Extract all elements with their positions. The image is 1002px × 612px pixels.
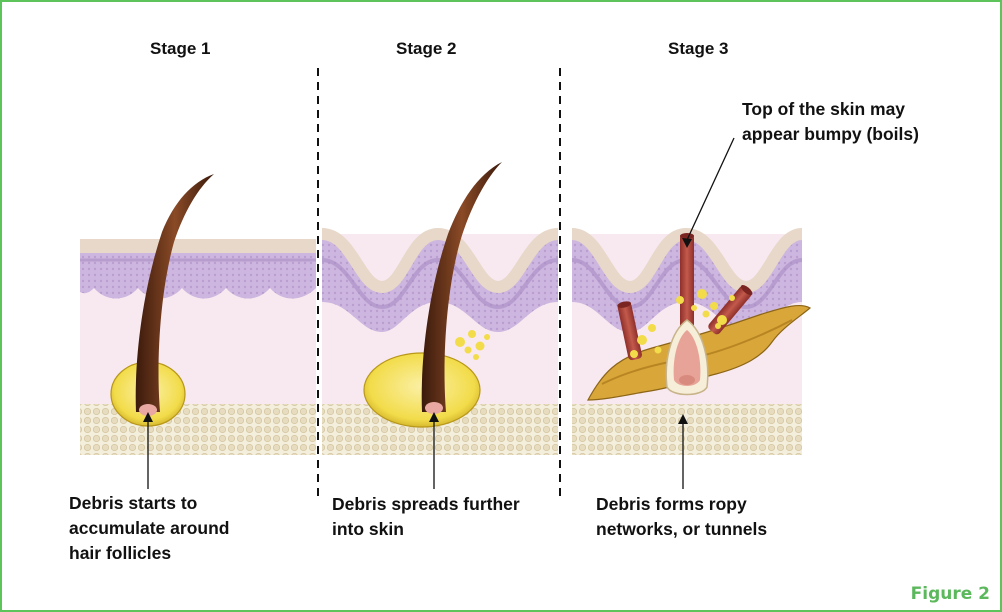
figure-label: Figure 2 xyxy=(911,584,990,604)
stage-1-title: Stage 1 xyxy=(150,39,210,59)
stage-3-caption: Debris forms ropy networks, or tunnels xyxy=(596,492,767,542)
stage-1-skin xyxy=(80,239,316,455)
annotation-boils: Top of the skin may appear bumpy (boils) xyxy=(742,97,919,147)
stage-3-title: Stage 3 xyxy=(668,39,728,59)
stage-1-caption: Debris starts to accumulate around hair … xyxy=(69,491,229,566)
stage-2-title: Stage 2 xyxy=(396,39,456,59)
stage-2-caption: Debris spreads further into skin xyxy=(332,492,520,542)
